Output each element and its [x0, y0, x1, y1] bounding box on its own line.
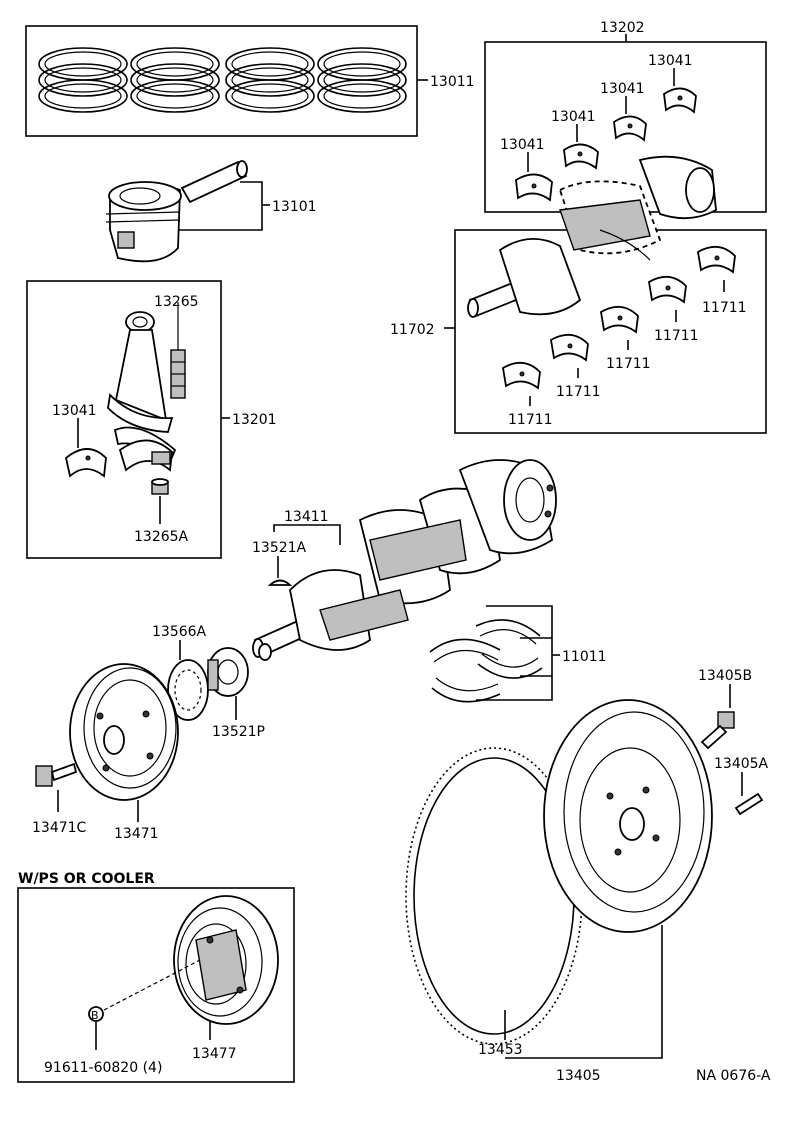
rod-bolt-icon	[170, 302, 186, 399]
pulley-bolt-icon	[35, 762, 78, 787]
label-11011: 11011	[562, 649, 607, 665]
crank-pulley-group: 13471 13471C	[32, 663, 179, 842]
label-13041-c: 13041	[600, 81, 645, 97]
flywheel-fastener-group: 13405B 13405A	[698, 668, 769, 816]
piston-ring-set-group: 13011	[25, 25, 475, 137]
label-13041-a: 13041	[500, 137, 545, 153]
flywheel-group: 13405	[505, 699, 713, 1084]
label-11711-a: 11711	[508, 412, 553, 428]
thrust-washer-icon-2	[431, 687, 501, 703]
main-bearing-icon-5	[697, 246, 736, 274]
wps-cooler-box	[17, 887, 295, 1083]
label-13405A: 13405A	[714, 756, 769, 772]
figure-code: NA 0676-A	[696, 1068, 771, 1084]
label-13041-rod: 13041	[52, 403, 97, 419]
label-13202: 13202	[600, 20, 645, 36]
pulley-13477-icon	[173, 895, 279, 1025]
bolt-b-mark: B	[91, 1009, 99, 1022]
woodruff-key-icon	[267, 579, 293, 586]
label-11711-d: 11711	[654, 328, 699, 344]
spacer-icon	[258, 643, 272, 661]
label-13405: 13405	[556, 1068, 601, 1084]
piston-group: 13101	[105, 160, 317, 263]
main-bearing-icon-4	[648, 276, 687, 304]
connecting-rod-group: 13265 13041 13265A 13201	[26, 280, 277, 559]
label-11702: 11702	[390, 322, 435, 338]
rod-cap-icon	[118, 439, 173, 472]
timing-pulley-icon	[207, 647, 249, 697]
label-91611: 91611-60820 (4)	[44, 1060, 162, 1076]
label-13265: 13265	[154, 294, 199, 310]
bearing-shell-icon-2	[563, 143, 599, 170]
connecting-rod-box	[26, 280, 222, 559]
label-13453: 13453	[478, 1042, 523, 1058]
label-11711-e: 11711	[702, 300, 747, 316]
label-13521P: 13521P	[212, 724, 265, 740]
label-13405B: 13405B	[698, 668, 752, 684]
bolt-b-icon	[88, 1006, 104, 1022]
crankshaft-assy-group: 11711 11711 11711 11711 11711 11702	[390, 155, 767, 434]
piston-pin-icon	[180, 160, 248, 204]
piston-ring-3	[225, 47, 315, 113]
crank-pulley-icon	[69, 663, 179, 801]
label-13477: 13477	[192, 1046, 237, 1062]
crank-bearing-box-group: 13202 13041 13041 13041 13041	[484, 20, 767, 213]
piston-ring-box	[25, 25, 418, 137]
label-11711-b: 11711	[556, 384, 601, 400]
label-13471: 13471	[114, 826, 159, 842]
crankshaft-icon	[252, 459, 557, 658]
bearing-shell-icon-3	[613, 115, 647, 142]
connecting-rod-icon	[107, 311, 177, 464]
wps-cooler-title: W/PS OR COOLER	[18, 871, 155, 887]
label-13101: 13101	[272, 199, 317, 215]
dowel-pin-icon	[734, 792, 764, 816]
thrust-washer-group: 11011	[429, 605, 607, 703]
rod-bearing-icon	[65, 448, 107, 478]
label-11711-c: 11711	[606, 356, 651, 372]
label-13011: 13011	[430, 74, 475, 90]
main-bearing-icon-2	[550, 334, 589, 362]
thrust-washer-icon-3	[475, 619, 541, 637]
label-13521A: 13521A	[252, 540, 307, 556]
flywheel-bolt-icon	[700, 711, 735, 750]
crankshaft-assy-icon	[467, 155, 717, 318]
flywheel-icon	[543, 699, 713, 933]
label-13566A: 13566A	[152, 624, 207, 640]
bearing-shell-icon-4	[663, 87, 697, 114]
rod-nut-icon	[151, 478, 169, 495]
bearing-shell-icon-1	[515, 173, 553, 202]
thrust-washer-icon-4	[477, 663, 543, 679]
crankshaft-group: 13411 13521A	[252, 459, 557, 658]
piston-ring-2	[130, 47, 220, 113]
leader-13101	[178, 181, 263, 231]
label-13041-d: 13041	[648, 53, 693, 69]
label-13471C: 13471C	[32, 820, 87, 836]
timing-gear-group: 13566A 13521P	[152, 624, 272, 740]
thrust-washer-icon-1	[429, 638, 501, 653]
piston-ring-4	[317, 47, 407, 113]
label-13411: 13411	[284, 509, 329, 525]
label-13201: 13201	[232, 412, 277, 428]
wps-cooler-group: W/PS OR COOLER 13477 B 91611-60820 (4)	[17, 871, 295, 1083]
label-13265A: 13265A	[134, 529, 189, 545]
main-bearing-icon-1	[502, 362, 541, 390]
main-bearing-icon-3	[600, 306, 639, 334]
piston-ring-1	[38, 47, 128, 113]
label-13041-b: 13041	[551, 109, 596, 125]
